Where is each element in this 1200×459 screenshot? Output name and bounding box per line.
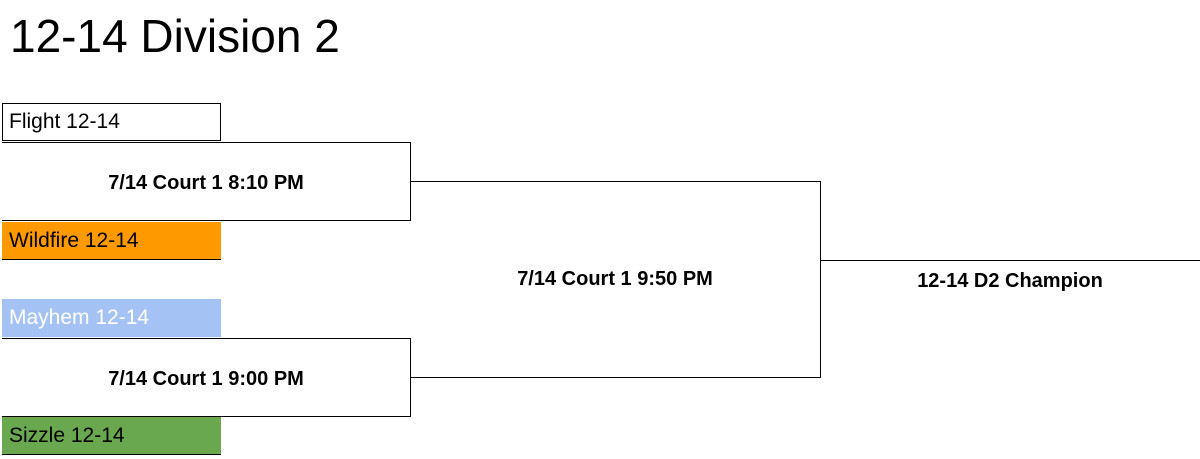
champion-line [820, 260, 1200, 261]
team-slot-2: Wildfire 12-14 [2, 222, 221, 260]
team-slot-4: Sizzle 12-14 [2, 417, 221, 455]
match-label-semi1: 7/14 Court 1 8:10 PM [108, 172, 304, 194]
bracket-line [2, 220, 411, 221]
bracket-line [2, 142, 411, 143]
bracket-line [820, 181, 821, 378]
bracket-line [410, 181, 821, 182]
match-label-semi2: 7/14 Court 1 9:00 PM [108, 368, 304, 390]
team-slot-1: Flight 12-14 [2, 103, 221, 141]
team-slot-3: Mayhem 12-14 [2, 299, 221, 337]
bracket-line [2, 338, 411, 339]
bracket-line [410, 377, 821, 378]
page-title: 12-14 Division 2 [10, 10, 340, 62]
champion-label: 12-14 D2 Champion [917, 270, 1103, 292]
bracket-line [2, 416, 411, 417]
match-label-final: 7/14 Court 1 9:50 PM [517, 268, 713, 290]
